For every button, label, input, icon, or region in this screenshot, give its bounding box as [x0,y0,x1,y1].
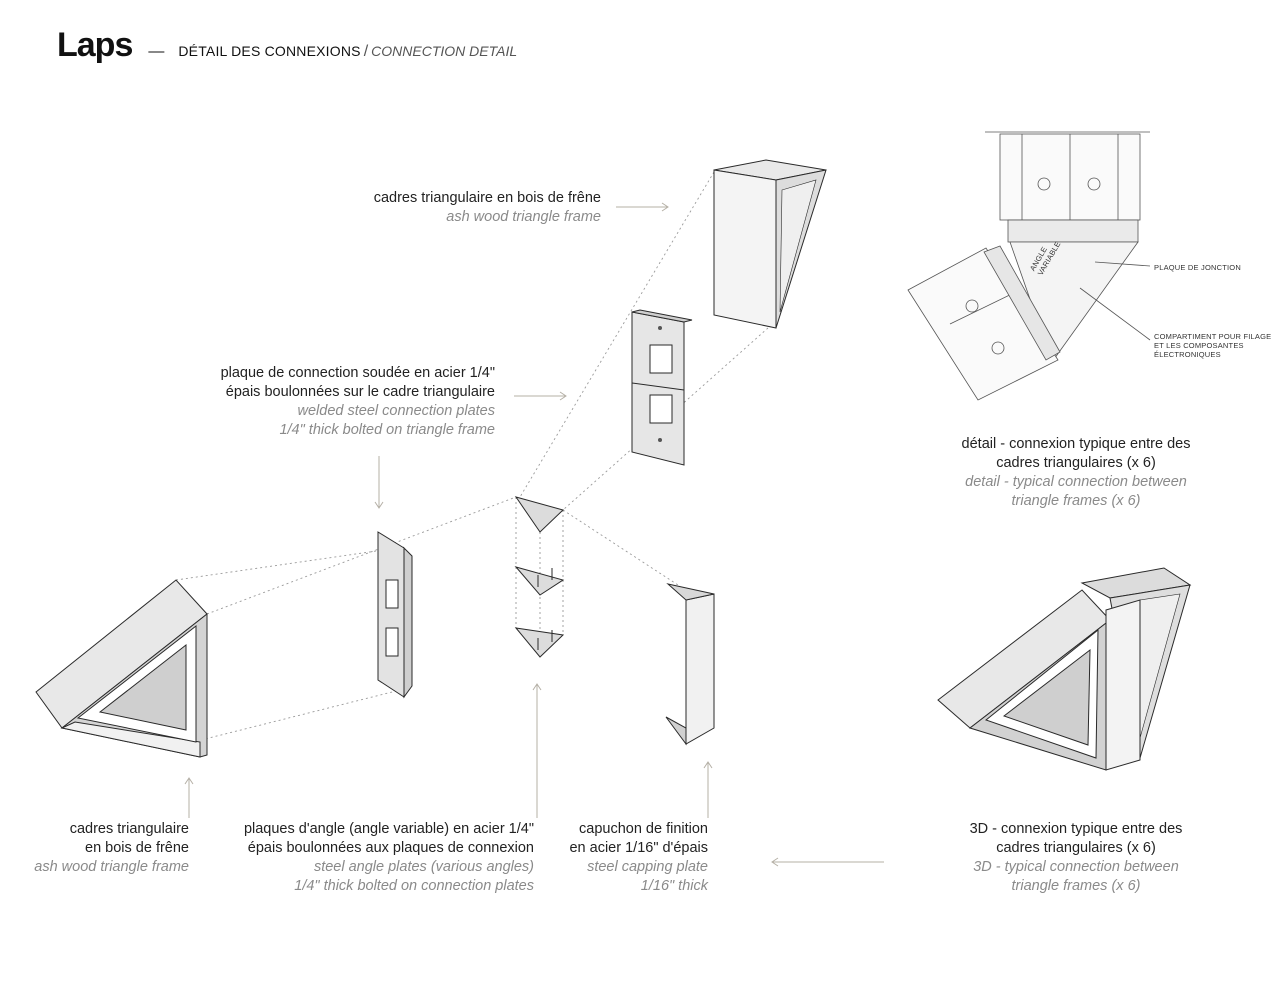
annotation-plaque-jonction: PLAQUE DE JONCTION [1154,263,1241,272]
label-capping-en-1: steel capping plate [587,859,708,875]
label-3d-caption-en-2: triangle frames (x 6) [1011,878,1141,894]
label-connection-plate-en-1: welded steel connection plates [297,403,496,419]
label-top-frame-en: ash wood triangle frame [446,209,601,225]
label-bottom-frame-fr-1: cadres triangulaire [69,821,189,837]
title-slash: / [363,43,369,60]
exploded-projection-lines [175,171,769,741]
bottom-left-triangle-frame [35,579,208,758]
brand-title: Laps [57,26,133,64]
assembled-3d-connection [937,567,1192,771]
label-3d-caption-en-1: 3D - typical connection between [973,859,1179,875]
page-header: Laps — DÉTAIL DES CONNEXIONS / CONNECTIO… [57,26,517,65]
label-angle-plates-fr-1: plaques d'angle (angle variable) en acie… [243,821,534,837]
top-connection-plate [631,309,693,466]
angle-plates [514,496,565,658]
label-angle-plates-en-1: steel angle plates (various angles) [313,859,534,875]
leader-arrows [184,202,884,867]
label-connection-plate-en-2: 1/4" thick bolted on triangle frame [279,422,495,438]
annotation-compartiment: COMPARTIMENT POUR FILAGE ET LES COMPOSAN… [1154,332,1271,359]
capping-plate [665,583,715,746]
label-bottom-frame: cadres triangulaire en bois de frêne ash… [34,820,189,877]
label-bottom-frame-fr-2: en bois de frêne [85,840,189,856]
label-angle-plates-en-2: 1/4" thick bolted on connection plates [294,878,534,894]
label-connection-plate: plaque de connection soudée en acier 1/4… [221,364,495,440]
label-capping-fr-1: capuchon de finition [579,821,708,837]
label-angle-plates-fr-2: épais boulonnées aux plaques de connexio… [247,840,534,856]
label-top-frame: cadres triangulaire en bois de frêne ash… [374,189,601,227]
label-detail-caption-en-1: detail - typical connection between [965,474,1187,490]
connection-section-detail [907,131,1151,401]
label-angle-plates: plaques d'angle (angle variable) en acie… [244,820,534,896]
label-connection-plate-fr-1: plaque de connection soudée en acier 1/4… [220,365,495,381]
label-3d-caption-fr-2: cadres triangulaires (x 6) [996,840,1156,856]
label-capping-fr-2: en acier 1/16" d'épais [569,840,708,856]
annotation-compartiment-line-2: ET LES COMPOSANTES [1154,341,1244,350]
label-3d-caption-fr-1: 3D - connexion typique entre des [969,821,1183,837]
title-english: CONNECTION DETAIL [371,43,518,59]
label-detail-caption: détail - connexion typique entre des cad… [940,435,1212,511]
annotation-compartiment-line-1: COMPARTIMENT POUR FILAGE [1154,332,1272,341]
label-detail-caption-fr-2: cadres triangulaires (x 6) [996,455,1156,471]
label-detail-caption-fr-1: détail - connexion typique entre des [961,436,1191,452]
title-dash: — [148,43,165,60]
title-french: DÉTAIL DES CONNEXIONS [178,43,361,59]
label-3d-caption: 3D - connexion typique entre des cadres … [945,820,1207,896]
label-detail-caption-en-2: triangle frames (x 6) [1011,493,1141,509]
label-capping-plate: capuchon de finition en acier 1/16" d'ép… [569,820,708,896]
top-triangle-frame [713,159,827,329]
label-capping-en-2: 1/16" thick [640,878,708,894]
label-top-frame-fr: cadres triangulaire en bois de frêne [373,190,601,206]
label-bottom-frame-en: ash wood triangle frame [34,859,189,875]
annotation-compartiment-line-3: ÉLECTRONIQUES [1154,350,1221,359]
label-connection-plate-fr-2: épais boulonnées sur le cadre triangulai… [225,384,495,400]
left-connection-plate [377,531,413,699]
